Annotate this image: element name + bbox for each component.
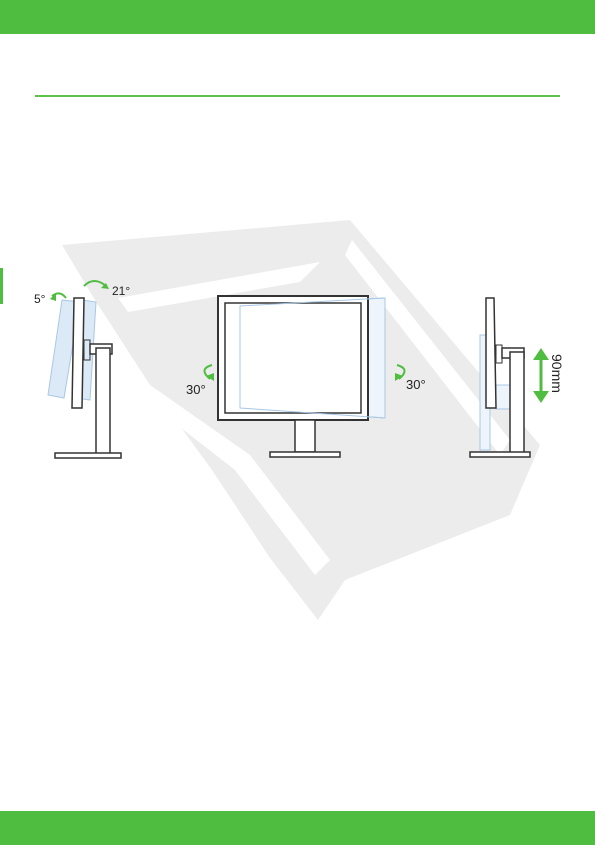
swivel-right-label: 30° [406,377,426,392]
height-label: 90mm [549,354,565,393]
footer-bar [0,811,595,845]
height-side-view [470,298,549,457]
swivel-left-label: 30° [186,382,206,397]
tilt-forward-label: 21° [112,284,130,298]
tilt-back-label: 5° [34,292,46,306]
